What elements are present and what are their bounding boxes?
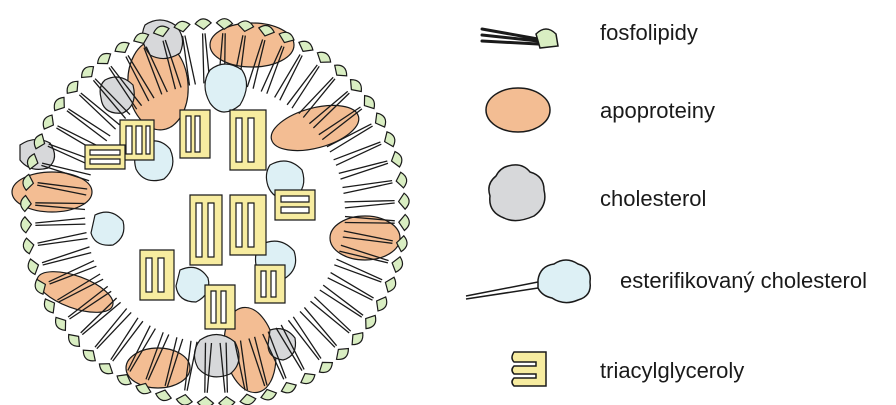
triacylglycerol-shape [180,110,210,158]
cholesterol-icon [460,158,570,228]
phospholipid-icon [460,14,570,54]
lipoprotein-particle-diagram [0,0,430,405]
legend-label-cholesterol: cholesterol [600,186,706,212]
triacylglycerol-shape [140,250,174,300]
esterified-cholesterol-shape [205,64,247,112]
legend-item-phospholipid: fosfolipidy [460,14,890,74]
legend-label-apoprotein: apoproteiny [600,98,715,124]
triacylglycerol-shape [230,110,266,170]
triacylglycerol-shape [205,285,235,329]
triacylglycerol-shape [255,265,285,303]
legend-label-esterified-cholesterol: esterifikovaný cholesterol [620,268,867,294]
cholesterol-shape [194,334,239,376]
esterified-cholesterol-shape [176,267,209,302]
apoprotein-shape [210,23,294,67]
legend-item-esterified-cholesterol: esterifikovaný cholesterol [460,252,890,312]
triacylglycerol-shape [275,190,315,220]
legend-item-cholesterol: cholesterol [460,158,890,218]
esterified-cholesterol-icon [460,252,600,312]
triacylglycerol-icon [460,340,570,400]
triacylglycerol-shape [230,195,266,255]
apoprotein-icon [460,82,570,142]
legend-item-apoprotein: apoproteiny [460,82,890,142]
esterified-cholesterol-shape [91,212,124,245]
legend-label-triacylglycerol: triacylglyceroly [600,358,744,384]
triacylglycerol-shape [190,195,222,265]
triacylglycerol-shape [85,145,125,169]
legend-item-triacylglycerol: triacylglyceroly [460,340,890,400]
legend-label-phospholipid: fosfolipidy [600,20,698,46]
